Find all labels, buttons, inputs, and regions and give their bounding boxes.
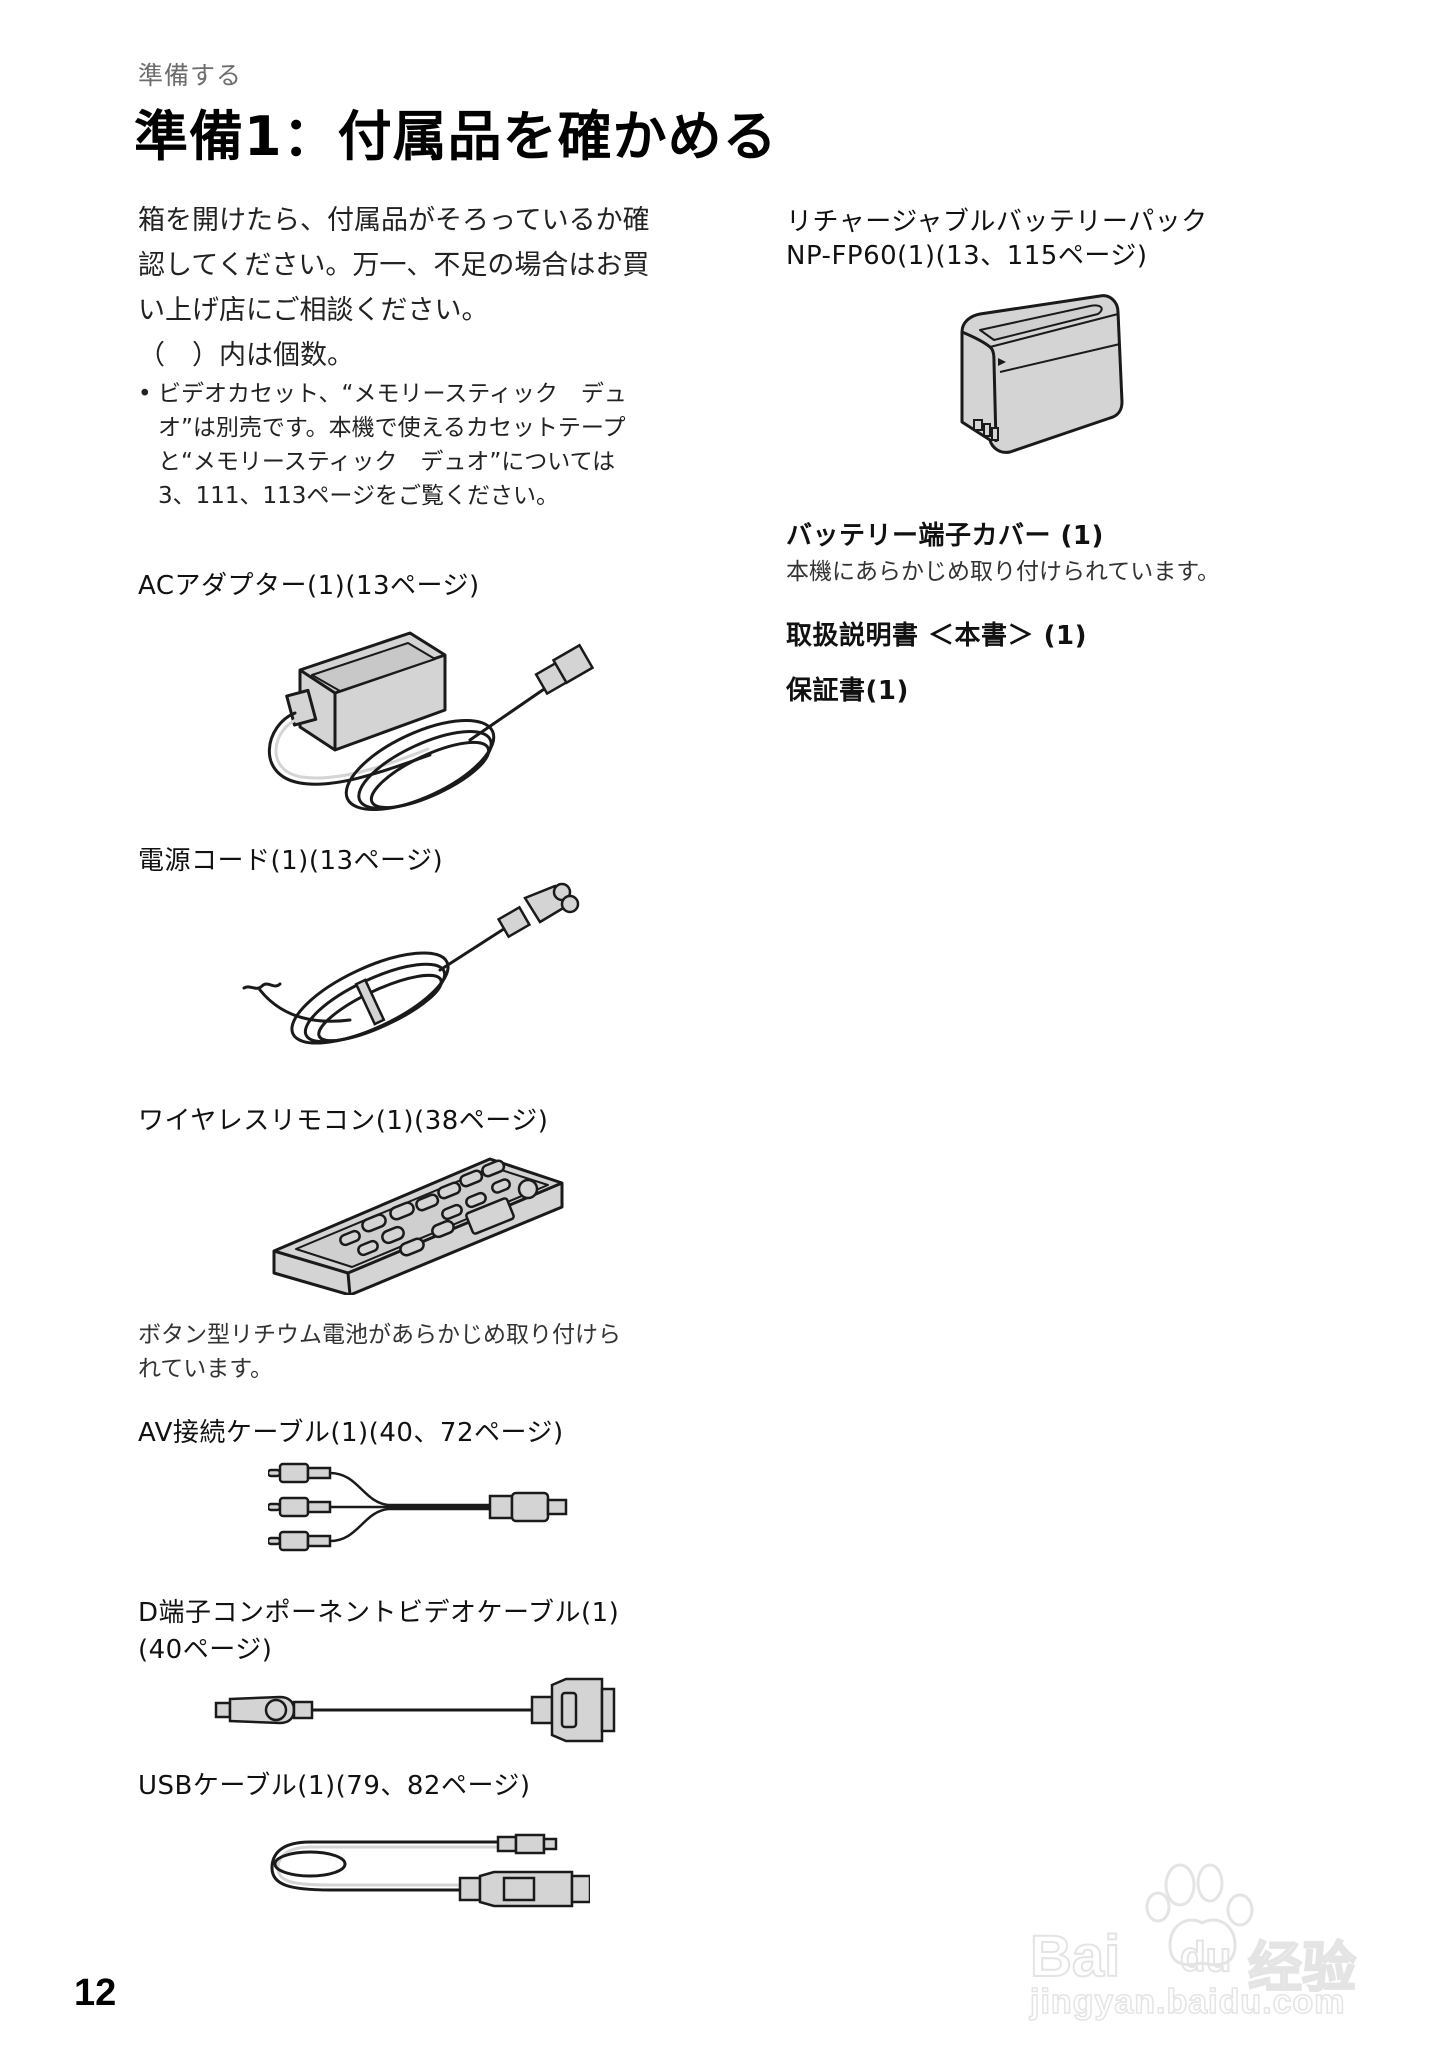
- battery-terminal-cover-note: 本機にあらかじめ取り付けられています。: [786, 559, 1221, 585]
- note-line: れています。: [138, 1356, 274, 1382]
- page-title: 準備1：付属品を確かめる: [134, 105, 778, 168]
- note-line: と“メモリースティック デュオ”については: [158, 449, 616, 475]
- wireless-remote-illustration: [272, 1157, 564, 1295]
- watermark-brand-bai: Bai: [1029, 1923, 1121, 1990]
- note-line: ボタン型リチウム電池があらかじめ取り付けら: [138, 1322, 621, 1348]
- baidu-paw-logo-icon: [1145, 1863, 1254, 1967]
- av-cable-illustration: [268, 1462, 568, 1552]
- remote-battery-note: ボタン型リチウム電池があらかじめ取り付けら れています。: [138, 1318, 621, 1386]
- item-title-wireless-remote: ワイヤレスリモコン(1)(38ページ): [138, 1106, 549, 1136]
- item-title-power-cord: 電源コード(1)(13ページ): [138, 846, 444, 876]
- note-line: ビデオカセット、“メモリースティック デュ: [158, 381, 627, 407]
- item-title-av-cable: AV接続ケーブル(1)(40、72ページ): [138, 1418, 564, 1448]
- item-title-instruction-manual: 取扱説明書 ＜本書＞ (1): [786, 621, 1087, 651]
- bullet-icon: •: [138, 381, 152, 407]
- note-line: 3、111、113ページをご覧ください。: [158, 483, 559, 509]
- section-label: 準備する: [138, 61, 243, 90]
- watermark-brand-du: du: [1179, 1932, 1232, 1981]
- item-title-d-terminal-cable: D端子コンポーネントビデオケーブル(1) (40ページ): [138, 1592, 619, 1666]
- watermark-brand-cjk: 经验: [1247, 1935, 1357, 2000]
- intro-line: い上げ店にご相談ください。: [138, 295, 489, 326]
- title-line: D端子コンポーネントビデオケーブル(1): [138, 1598, 620, 1628]
- intro-line: 認してください。万一、不足の場合はお買: [138, 250, 650, 281]
- item-title-battery-terminal-cover: バッテリー端子カバー (1): [786, 521, 1104, 551]
- intro-line: 箱を開けたら、付属品がそろっているか確: [138, 205, 650, 236]
- item-title-battery-pack: リチャージャブルバッテリーパック NP-FP60(1)(13、115ページ): [786, 205, 1208, 273]
- baidu-watermark: Bai du 经验 jingyan.baidu.com: [1029, 1845, 1390, 2022]
- ac-adapter-illustration: [267, 631, 595, 812]
- d-terminal-cable-illustration: [214, 1677, 616, 1743]
- page-number: 12: [74, 1972, 117, 2014]
- watermark-url: jingyan.baidu.com: [1029, 1982, 1346, 2022]
- title-line: NP-FP60(1)(13、115ページ): [786, 241, 1148, 271]
- battery-pack-illustration: [960, 294, 1124, 454]
- intro-paragraph: 箱を開けたら、付属品がそろっているか確 認してください。万一、不足の場合はお買 …: [138, 198, 698, 378]
- bullet-note: • ビデオカセット、“メモリースティック デュ オ”は別売です。本機で使えるカセ…: [138, 377, 698, 513]
- note-line: オ”は別売です。本機で使えるカセットテープ: [158, 415, 626, 441]
- power-cord-illustration: [242, 882, 580, 1045]
- title-line: (40ページ): [138, 1635, 273, 1665]
- usb-cable-illustration: [270, 1833, 590, 1908]
- item-title-ac-adapter: ACアダプター(1)(13ページ): [138, 571, 480, 601]
- title-line: リチャージャブルバッテリーパック: [786, 207, 1208, 237]
- item-title-usb-cable: USBケーブル(1)(79、82ページ): [138, 1771, 531, 1801]
- intro-line: （ ）内は個数。: [138, 340, 354, 371]
- item-title-warranty-card: 保証書(1): [786, 676, 909, 706]
